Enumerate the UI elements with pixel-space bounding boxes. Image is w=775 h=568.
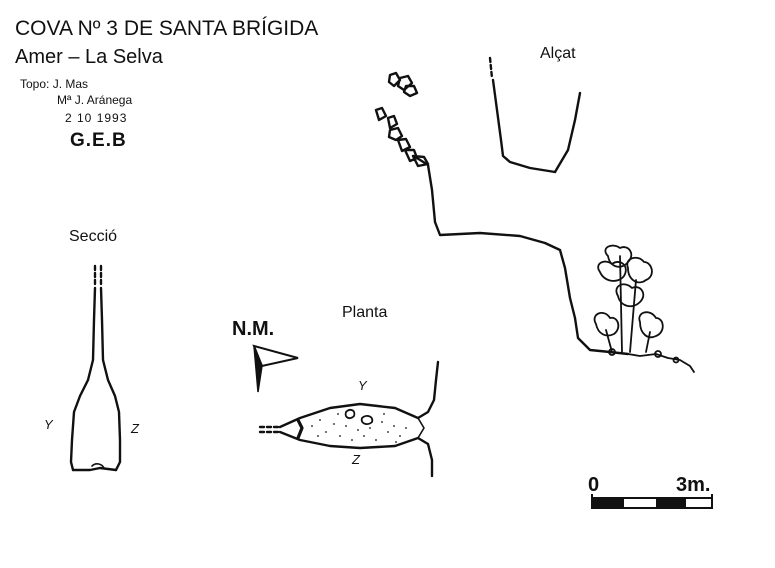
elevation-shaft-left (491, 78, 557, 174)
north-arrow-icon (252, 344, 299, 393)
scale-end-label: 3m. (676, 474, 711, 496)
topo-credit: Topo: J. Mas (20, 77, 89, 91)
group-name: G.E.B (70, 130, 127, 151)
map-title: COVA Nº 3 DE SANTA BRÍGIDA (15, 17, 319, 40)
plan-boulder-2 (360, 415, 374, 425)
plan-floor-stipple (311, 413, 407, 443)
plan-lower-wall (278, 430, 434, 478)
scale-start-label: 0 (588, 474, 600, 496)
section-z-mark: Z (131, 421, 139, 436)
plan-upper-wall (278, 360, 440, 429)
elevation-shaft-right (553, 91, 582, 174)
elevation-label: Alçat (540, 45, 576, 62)
block-cluster-mid (374, 106, 430, 168)
plan-y-mark: Y (358, 378, 367, 393)
scale-bar (591, 494, 713, 509)
block-cluster-top (387, 71, 419, 98)
section-right-wall (99, 286, 122, 472)
plan-boulder-1 (344, 409, 356, 419)
map-location: Amer – La Selva (15, 46, 163, 68)
vegetation-cluster (593, 244, 695, 373)
topo-credit-2: Mª J. Aránega (57, 93, 133, 107)
elevation-floor-line (415, 156, 630, 356)
survey-date: 2 10 1993 (65, 111, 128, 125)
north-label: N.M. (232, 318, 275, 340)
elevation-left-wall (488, 56, 494, 80)
plan-entrance (258, 425, 282, 434)
plan-z-mark: Z (352, 452, 360, 467)
section-y-mark: Y (44, 417, 53, 432)
section-floor (71, 466, 118, 472)
section-entrance (93, 264, 103, 288)
section-label: Secció (69, 228, 118, 245)
section-left-wall (69, 286, 97, 472)
plan-label: Planta (342, 304, 388, 321)
